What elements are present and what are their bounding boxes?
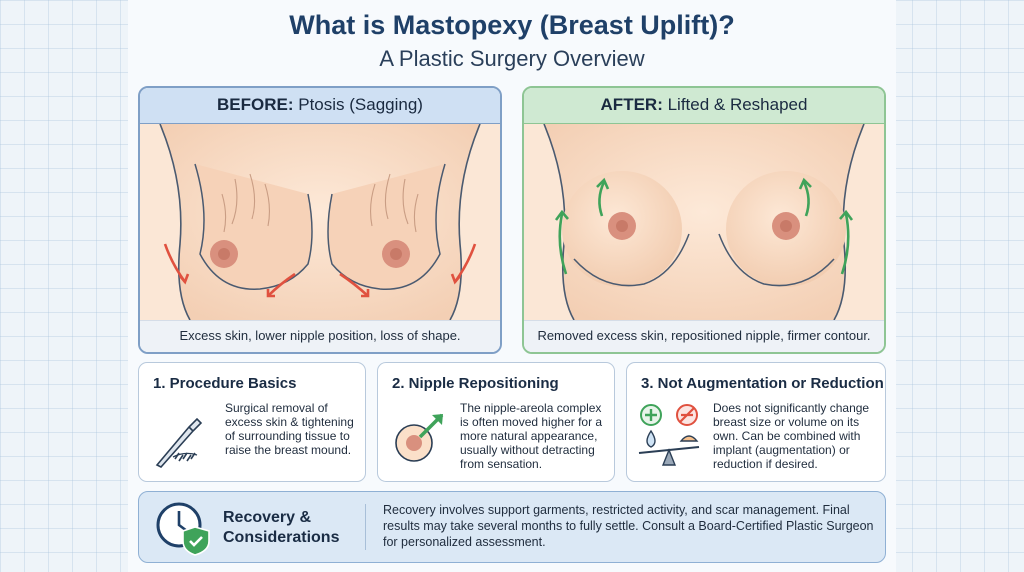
card-procedure-basics: 1. Procedure Basics Surgical removal of …	[138, 362, 366, 482]
sag-arrow-2	[267, 272, 296, 297]
page-subtitle: A Plastic Surgery Overview	[379, 46, 645, 71]
recovery-banner: Recovery & Considerations Recovery invol…	[138, 491, 886, 563]
before-panel: BEFORE: Ptosis (Sagging)	[138, 86, 502, 354]
before-torso-outline-left	[159, 124, 191, 320]
lift-arrow-4	[840, 213, 850, 275]
card-2-text: The nipple-areola complex is often moved…	[460, 401, 603, 471]
after-lift-arrows	[554, 177, 854, 275]
lift-arrow-1	[558, 213, 568, 275]
before-right-creases	[369, 173, 419, 233]
after-torso-illustration	[524, 124, 884, 320]
after-right-nipple	[780, 220, 792, 232]
before-right-breast	[327, 163, 446, 290]
lift-arrow-3	[802, 181, 810, 217]
recovery-text: Recovery involves support garments, rest…	[383, 503, 874, 549]
lift-arrow-2-head	[596, 177, 610, 190]
scalpel-icon	[155, 417, 203, 468]
card-2-title: 2. Nipple Repositioning	[392, 375, 559, 392]
before-illustration	[140, 124, 500, 320]
sag-arrow-4-head	[450, 273, 461, 285]
page-title: What is Mastopexy (Breast Uplift)?	[289, 10, 735, 40]
sag-arrow-1-head	[179, 273, 190, 285]
after-right-breast-outline	[718, 233, 835, 287]
lift-arrow-4-head	[839, 209, 854, 221]
card-1-text: Surgical removal of excess skin & tighte…	[225, 401, 354, 457]
card-3-text: Does not significantly change breast siz…	[713, 401, 870, 471]
card-3-title: 3. Not Augmentation or Reduction	[641, 375, 884, 392]
after-panel-header: AFTER: Lifted & Reshaped	[524, 88, 884, 124]
lift-arrow-2	[598, 181, 606, 217]
after-left-nipple	[616, 220, 628, 232]
before-right-nipple	[390, 248, 402, 260]
balance-scale-icon	[638, 404, 700, 466]
after-caption: Removed excess skin, repositioned nipple…	[524, 320, 884, 352]
card-1-title: 1. Procedure Basics	[153, 375, 297, 392]
after-label-bold: AFTER:	[600, 95, 663, 114]
card-not-augmentation: 3. Not Augmentation or Reduction Does no…	[626, 362, 886, 482]
before-torso-illustration	[140, 124, 500, 320]
nipple-arrow-icon	[395, 413, 444, 462]
clock-shield-icon	[156, 502, 210, 556]
before-panel-header: BEFORE: Ptosis (Sagging)	[140, 88, 500, 124]
before-sag-arrows	[163, 243, 477, 298]
card-nipple-repositioning: 2. Nipple Repositioning The nipple-areol…	[377, 362, 615, 482]
lift-arrow-3-head	[798, 177, 812, 190]
before-torso-outline-right	[449, 124, 481, 320]
sag-arrow-3	[339, 272, 369, 297]
before-left-nipple	[218, 248, 230, 260]
after-left-breast-outline	[573, 233, 690, 287]
recovery-divider	[365, 504, 366, 550]
after-panel: AFTER: Lifted & Reshaped	[522, 86, 886, 354]
sag-arrow-3-head	[361, 289, 370, 298]
before-label-text: Ptosis (Sagging)	[293, 95, 423, 114]
before-left-creases	[221, 173, 271, 233]
before-caption: Excess skin, lower nipple position, loss…	[140, 320, 500, 352]
recovery-title: Recovery & Considerations	[223, 509, 340, 546]
after-label-text: Lifted & Reshaped	[662, 95, 808, 114]
after-illustration	[524, 124, 884, 320]
lift-arrow-1-head	[554, 209, 569, 221]
sag-arrow-2-head	[266, 289, 275, 298]
before-label-bold: BEFORE:	[217, 95, 294, 114]
